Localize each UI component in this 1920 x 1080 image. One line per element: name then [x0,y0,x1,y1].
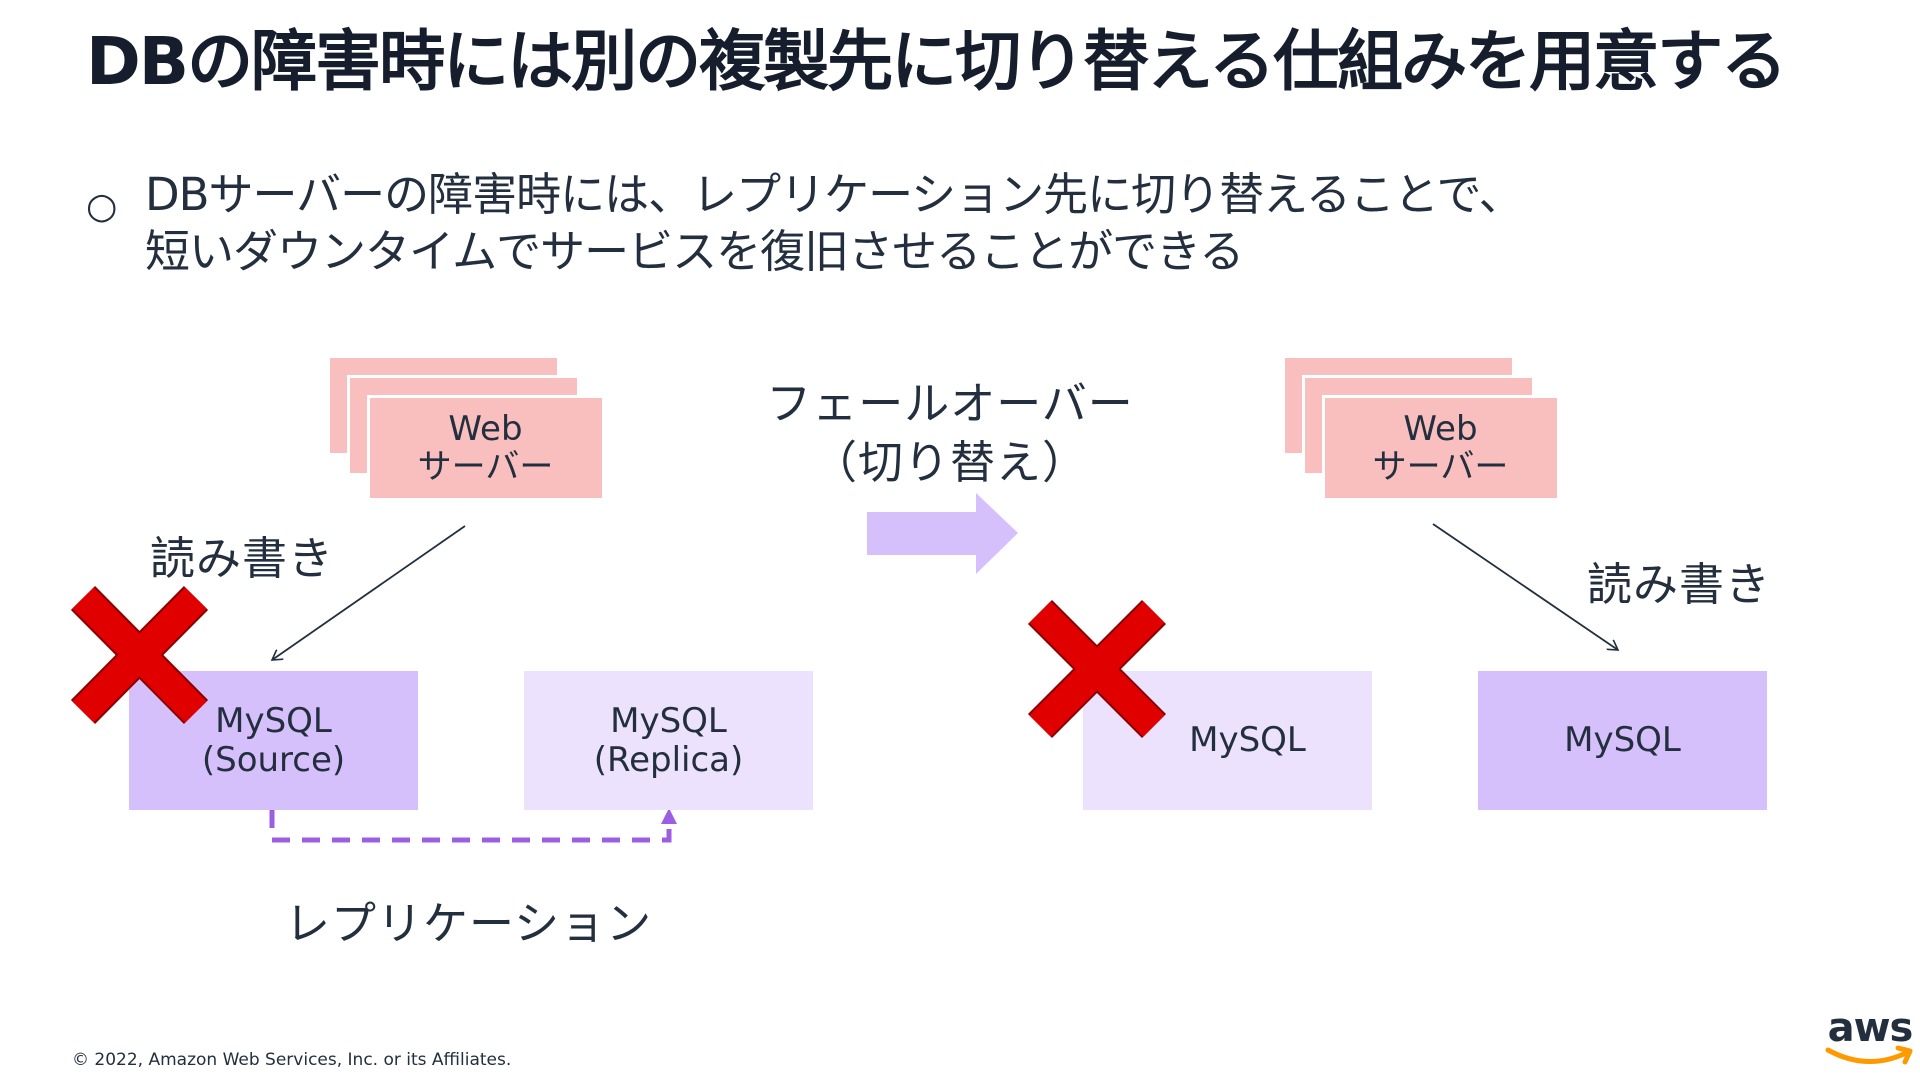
page-title: DBの障害時には別の複製先に切り替える仕組みを用意する [86,23,1787,100]
right-web-server-label: Web サーバー [1324,410,1557,486]
mysql-failed-label: MySQL [1189,720,1306,761]
right-read-write-label: 読み書き [1587,558,1772,611]
mysql-active-box: MySQL [1478,671,1767,810]
mysql-replica-label-line2: (Replica) [593,739,744,780]
mysql-replica-label-line1: MySQL [610,701,727,742]
left-read-write-arrow [272,525,466,660]
right-web-server-label-line2: サーバー [1372,447,1509,488]
bullet-text-line1: DBサーバーの障害時には、レプリケーション先に切り替えることで、 [145,168,1524,221]
left-read-write-label: 読み書き [150,532,335,585]
right-web-server-card-front [1322,395,1560,501]
left-web-server-label: Web サーバー [369,410,602,486]
bullet-marker: ○ [86,186,118,227]
left-web-server-label-line2: サーバー [417,447,554,488]
replication-dashed-line [269,810,672,843]
aws-logo-text: aws [1827,1005,1914,1051]
right-failure-x-icon [1027,599,1167,739]
bullet-text-line2: 短いダウンタイムでサービスを復旧させることができる [145,225,1244,278]
failover-label-line2: （切り替え） [811,435,1088,489]
failover-label-line1: フェールオーバー [766,377,1134,430]
replication-arrowhead [661,808,677,824]
mysql-source-label-line2: (Source) [201,739,346,780]
mysql-failed-box: MySQL [1083,671,1372,810]
failover-label: フェールオーバー （切り替え） [750,375,1150,492]
right-web-server-label-line1: Web [1403,409,1478,449]
replication-label: レプリケーション [285,897,653,950]
right-read-write-arrow [1432,523,1618,650]
mysql-active-label: MySQL [1564,720,1681,761]
mysql-replica-box: MySQL (Replica) [524,671,813,810]
mysql-source-label-line1: MySQL [215,701,332,742]
aws-logo: aws [1822,1008,1918,1074]
copyright-footer: © 2022, Amazon Web Services, Inc. or its… [72,1050,512,1070]
aws-smile-icon [1825,1045,1913,1065]
left-web-server-label-line1: Web [448,409,523,449]
left-failure-x-icon [70,586,209,724]
left-web-server-card-front [367,395,605,501]
failover-arrow [867,493,1018,574]
